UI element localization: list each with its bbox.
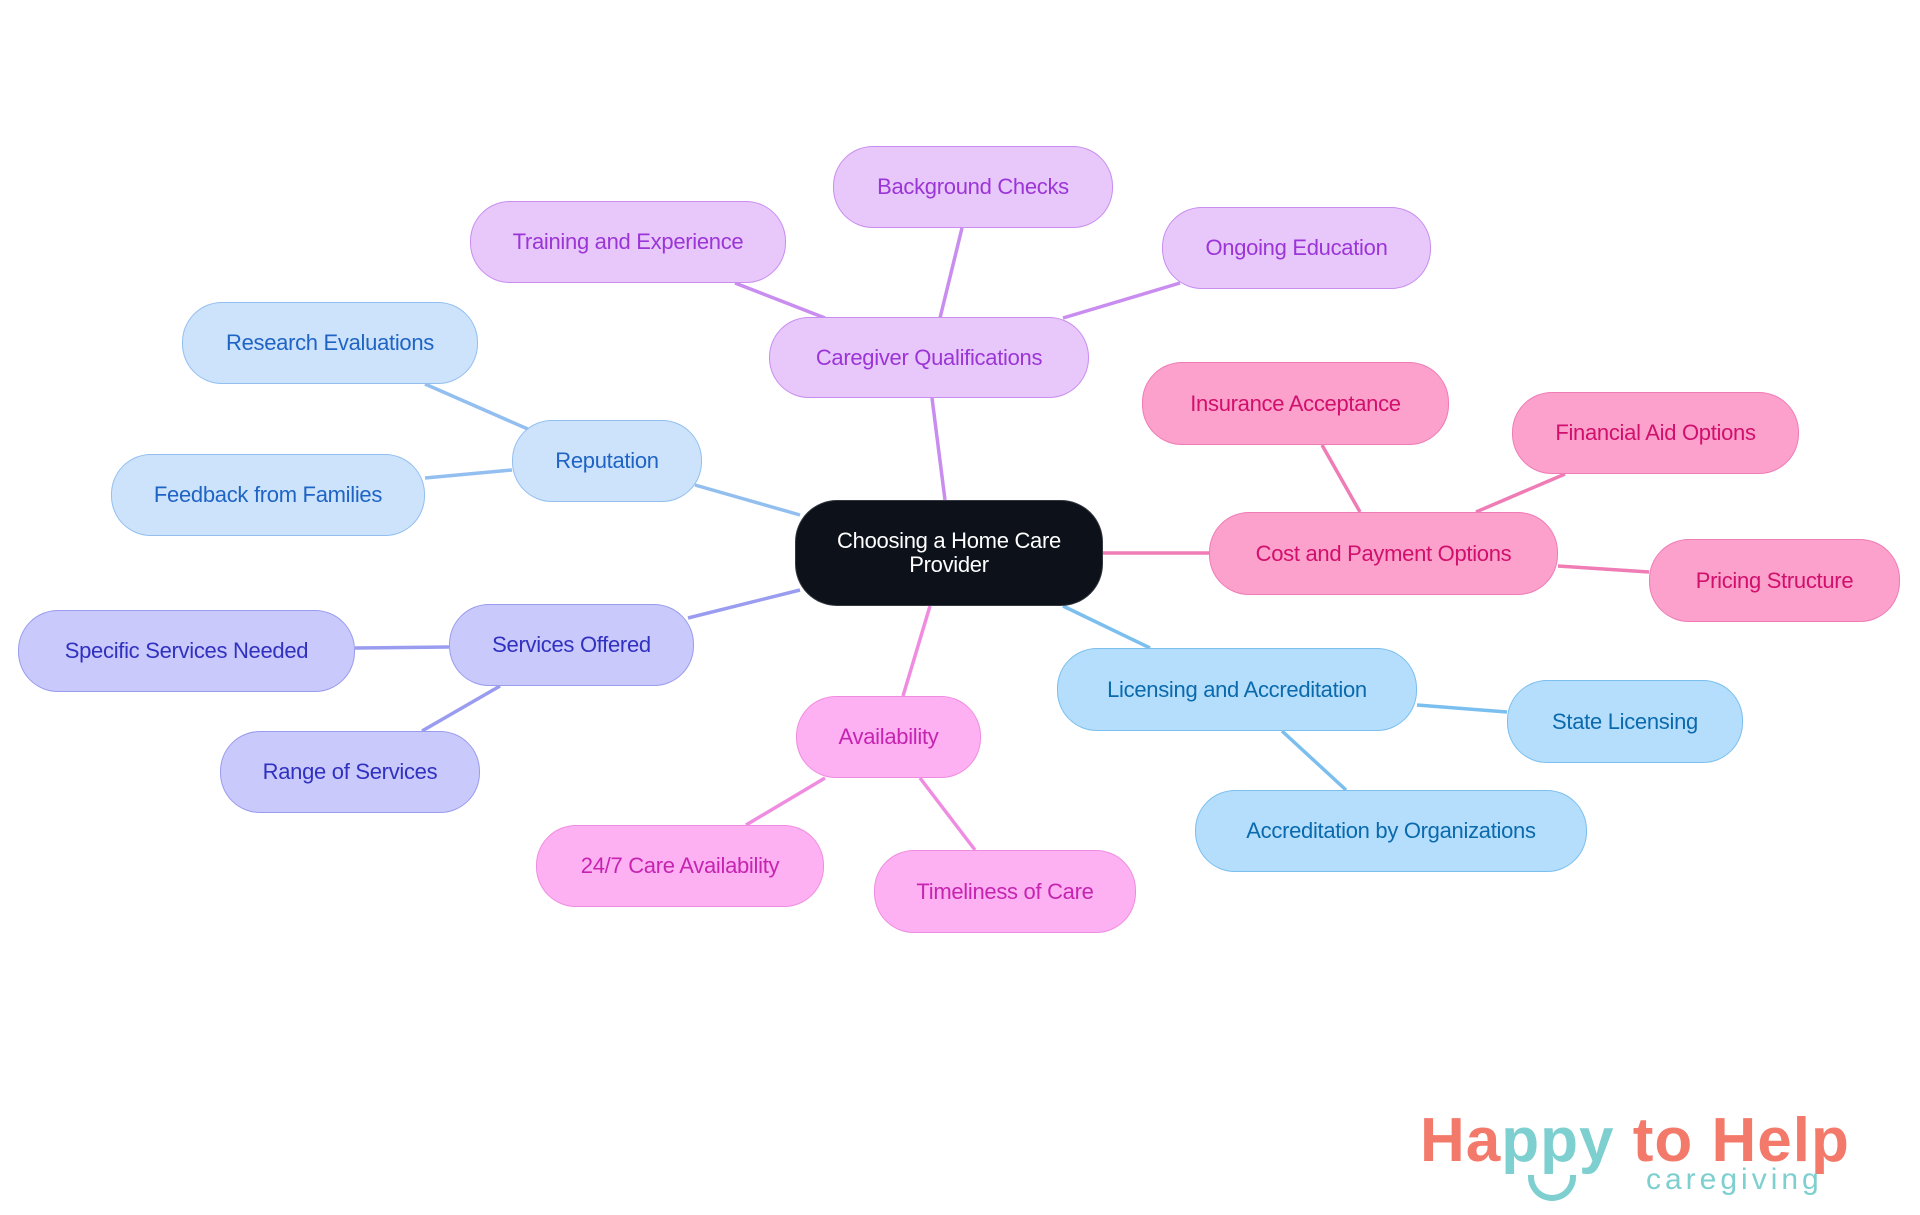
smile-icon — [1528, 1175, 1576, 1201]
leaf-financial-aid-options[interactable]: Financial Aid Options — [1512, 392, 1799, 474]
leaf-label: Accreditation by Organizations — [1246, 818, 1536, 843]
leaf-label: Ongoing Education — [1205, 235, 1388, 260]
leaf-state-licensing[interactable]: State Licensing — [1507, 680, 1743, 763]
branch-label: Cost and Payment Options — [1255, 540, 1512, 566]
branch-label: Caregiver Qualifications — [815, 344, 1043, 370]
branch-services-offered[interactable]: Services Offered — [449, 604, 694, 686]
leaf-24-7-care-availability[interactable]: 24/7 Care Availability — [536, 825, 824, 907]
leaf-label: Research Evaluations — [225, 330, 434, 355]
branch-label: Licensing and Accreditation — [1107, 676, 1367, 702]
leaf-label: 24/7 Care Availability — [580, 853, 780, 878]
logo-text-ha: Ha — [1420, 1106, 1502, 1175]
leaf-label: Insurance Acceptance — [1190, 390, 1401, 416]
logo-text-ppy: ppy — [1501, 1106, 1615, 1175]
leaf-label: Training and Experience — [512, 229, 744, 254]
leaf-feedback-from-families[interactable]: Feedback from Families — [111, 454, 425, 536]
leaf-label: Range of Services — [262, 759, 438, 784]
root-label: Choosing a Home Care Provider — [837, 528, 1061, 577]
leaf-specific-services-needed[interactable]: Specific Services Needed — [18, 610, 355, 692]
leaf-insurance-acceptance[interactable]: Insurance Acceptance — [1142, 362, 1449, 445]
leaf-label: Specific Services Needed — [64, 638, 309, 663]
branch-label: Availability — [838, 724, 939, 749]
leaf-training-and-experience[interactable]: Training and Experience — [470, 201, 786, 283]
logo-wordmark: Happy to Help — [1420, 1105, 1850, 1176]
leaf-timeliness-of-care[interactable]: Timeliness of Care — [874, 850, 1136, 933]
leaf-ongoing-education[interactable]: Ongoing Education — [1162, 207, 1431, 289]
branch-reputation[interactable]: Reputation — [512, 420, 702, 502]
leaf-pricing-structure[interactable]: Pricing Structure — [1649, 539, 1900, 622]
branch-cost-and-payment-options[interactable]: Cost and Payment Options — [1209, 512, 1558, 595]
leaf-accreditation-by-organizations[interactable]: Accreditation by Organizations — [1195, 790, 1587, 872]
leaf-label: Pricing Structure — [1695, 567, 1854, 593]
leaf-range-of-services[interactable]: Range of Services — [220, 731, 480, 813]
leaf-background-checks[interactable]: Background Checks — [833, 146, 1113, 228]
branch-licensing-and-accreditation[interactable]: Licensing and Accreditation — [1057, 648, 1417, 731]
branch-label: Reputation — [555, 448, 659, 473]
brand-logo: Happy to Help caregiving — [1420, 1105, 1880, 1205]
logo-subtitle: caregiving — [1646, 1163, 1823, 1196]
leaf-label: Financial Aid Options — [1555, 420, 1756, 445]
branch-caregiver-qualifications[interactable]: Caregiver Qualifications — [769, 317, 1089, 398]
leaf-research-evaluations[interactable]: Research Evaluations — [182, 302, 478, 384]
leaf-label: State Licensing — [1552, 708, 1698, 734]
logo-text-to-help: to Help — [1614, 1106, 1850, 1175]
leaf-label: Background Checks — [877, 174, 1069, 199]
root-node[interactable]: Choosing a Home Care Provider — [795, 500, 1103, 606]
leaf-label: Feedback from Families — [153, 482, 383, 507]
leaf-label: Timeliness of Care — [916, 878, 1094, 904]
branch-label: Services Offered — [492, 632, 651, 657]
branch-availability[interactable]: Availability — [796, 696, 981, 778]
